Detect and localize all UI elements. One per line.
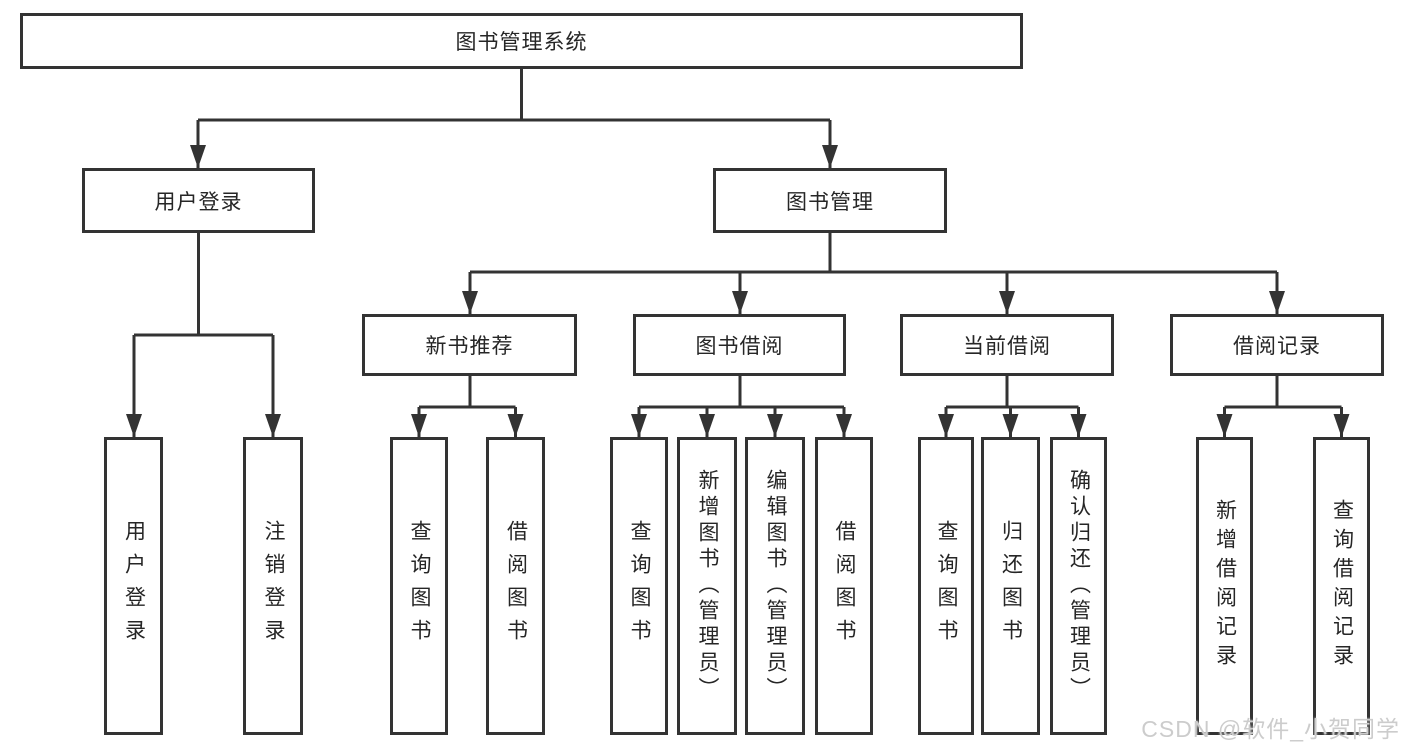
leaf-label: 归还图书 [999,520,1023,652]
leaf-label: 编辑图书（管理员） [764,469,787,703]
watermark-text: CSDN @软件_小贺同学 [1141,716,1400,742]
arrow-down-icon [822,145,838,168]
leaf-label: 查询图书 [628,520,651,652]
arrow-down-icon [836,414,852,437]
arrow-down-icon [699,414,715,437]
arrow-down-icon [462,291,478,314]
leaf-label: 新增借阅记录 [1213,499,1237,673]
leaf-logout-login: 注销登录 [243,437,303,735]
leaf-edit-books-admin: 编辑图书（管理员） [745,437,805,735]
leaf-label: 借阅图书 [833,520,856,652]
leaf-label: 借阅图书 [504,520,528,652]
leaf-query-books-borrow: 查询图书 [610,437,668,735]
leaf-label: 新增图书（管理员） [696,469,719,703]
arrow-down-icon [1070,414,1087,437]
arrow-down-icon [999,291,1015,314]
node-new-book-recommend: 新书推荐 [362,314,577,376]
arrow-down-icon [265,414,281,437]
arrow-down-icon [411,414,427,437]
arrow-down-icon [1333,414,1350,437]
leaf-label: 注销登录 [262,520,285,652]
leaf-user-login: 用户登录 [104,437,163,735]
arrow-down-icon [1002,414,1019,437]
arrow-down-icon [190,145,206,168]
leaf-add-borrow-record: 新增借阅记录 [1196,437,1253,735]
arrow-down-icon [507,414,524,437]
arrow-down-icon [1216,414,1233,437]
node-book-management: 图书管理 [713,168,947,233]
node-borrow-record: 借阅记录 [1170,314,1384,376]
leaf-label: 查询图书 [935,520,958,652]
leaf-query-borrow-record: 查询借阅记录 [1313,437,1370,735]
arrow-down-icon [938,414,954,437]
leaf-confirm-return-admin: 确认归还（管理员） [1050,437,1107,735]
leaf-return-books: 归还图书 [981,437,1040,735]
leaf-add-books-admin: 新增图书（管理员） [677,437,737,735]
arrow-down-icon [631,414,647,437]
leaf-label: 确认归还（管理员） [1067,469,1091,703]
arrow-down-icon [732,291,748,314]
leaf-borrow-books-recommend: 借阅图书 [486,437,545,735]
leaf-label: 查询借阅记录 [1330,499,1354,673]
arrow-down-icon [126,414,142,437]
arrow-down-icon [767,414,783,437]
node-library-management-system: 图书管理系统 [20,13,1023,69]
leaf-label: 查询图书 [408,520,431,652]
node-current-borrow: 当前借阅 [900,314,1114,376]
leaf-query-books-current: 查询图书 [918,437,974,735]
leaf-query-books-recommend: 查询图书 [390,437,448,735]
leaf-label: 用户登录 [122,520,146,652]
leaf-borrow-books: 借阅图书 [815,437,873,735]
arrow-down-icons [126,145,1350,437]
arrow-down-icon [1269,291,1285,314]
node-book-borrow: 图书借阅 [633,314,846,376]
node-user-login: 用户登录 [82,168,315,233]
